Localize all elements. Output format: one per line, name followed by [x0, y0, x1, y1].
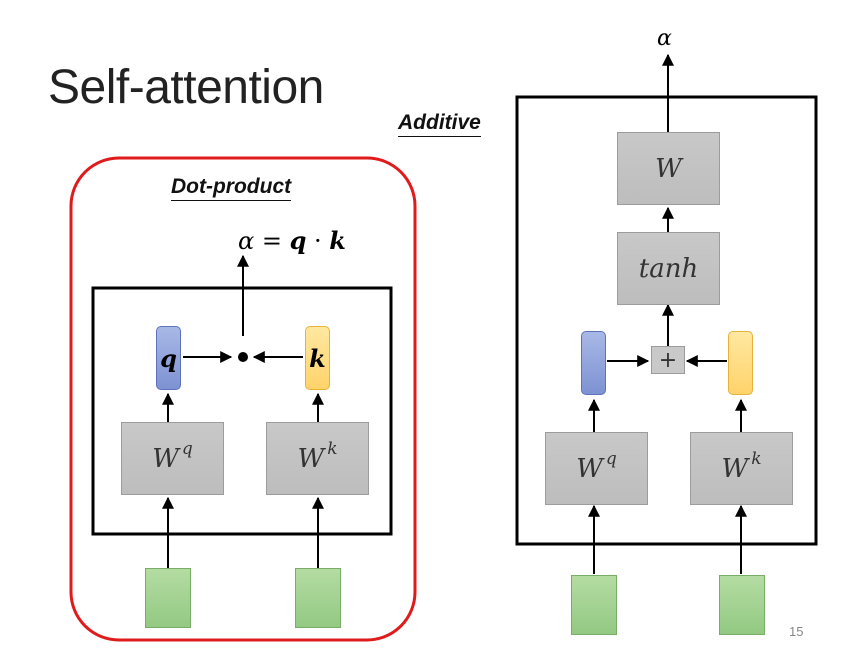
formula-dot: ·: [306, 227, 330, 255]
plus-operator: +: [651, 346, 685, 374]
wq-sup: q: [181, 438, 193, 459]
dot-operator: [238, 352, 248, 362]
additive-output-alpha: α: [657, 26, 672, 51]
dot-product-heading: Dot-product: [171, 175, 292, 201]
input-vector-query-additive: [571, 575, 617, 635]
input-vector-key: [295, 568, 341, 628]
input-vector-key-additive: [719, 575, 765, 635]
wq-sup-additive: q: [605, 448, 617, 469]
wk-base-additive: W: [721, 453, 749, 484]
input-vector-query: [145, 568, 191, 628]
wq-base: W: [152, 443, 179, 474]
dot-product-frame: [69, 156, 417, 642]
formula-k: k: [329, 226, 346, 255]
page-number: 15: [789, 624, 804, 639]
query-vector: q: [156, 326, 181, 390]
plus-label: +: [658, 347, 678, 373]
tanh-label: tanh: [638, 253, 699, 284]
formula-q: q: [289, 226, 307, 255]
slide-title: Self-attention: [48, 61, 324, 114]
wk-base: W: [297, 443, 325, 474]
formula-equals: =: [261, 227, 290, 255]
query-vector-label: q: [160, 343, 177, 373]
query-vector-additive: [581, 331, 606, 395]
key-vector-label: k: [309, 343, 326, 373]
key-vector-additive: [728, 331, 753, 395]
w-label: W: [655, 153, 682, 184]
dot-product-formula: α = q · k: [238, 226, 346, 255]
key-vector: k: [305, 326, 330, 390]
additive-block: [515, 95, 818, 546]
wk-sup-additive: k: [751, 448, 762, 469]
additive-heading: Additive: [398, 111, 481, 137]
wk-sup: k: [327, 438, 338, 459]
wq-base-additive: W: [576, 453, 603, 484]
w-matrix: W: [617, 132, 720, 205]
formula-alpha: α: [238, 227, 255, 255]
tanh-block: tanh: [617, 232, 720, 305]
